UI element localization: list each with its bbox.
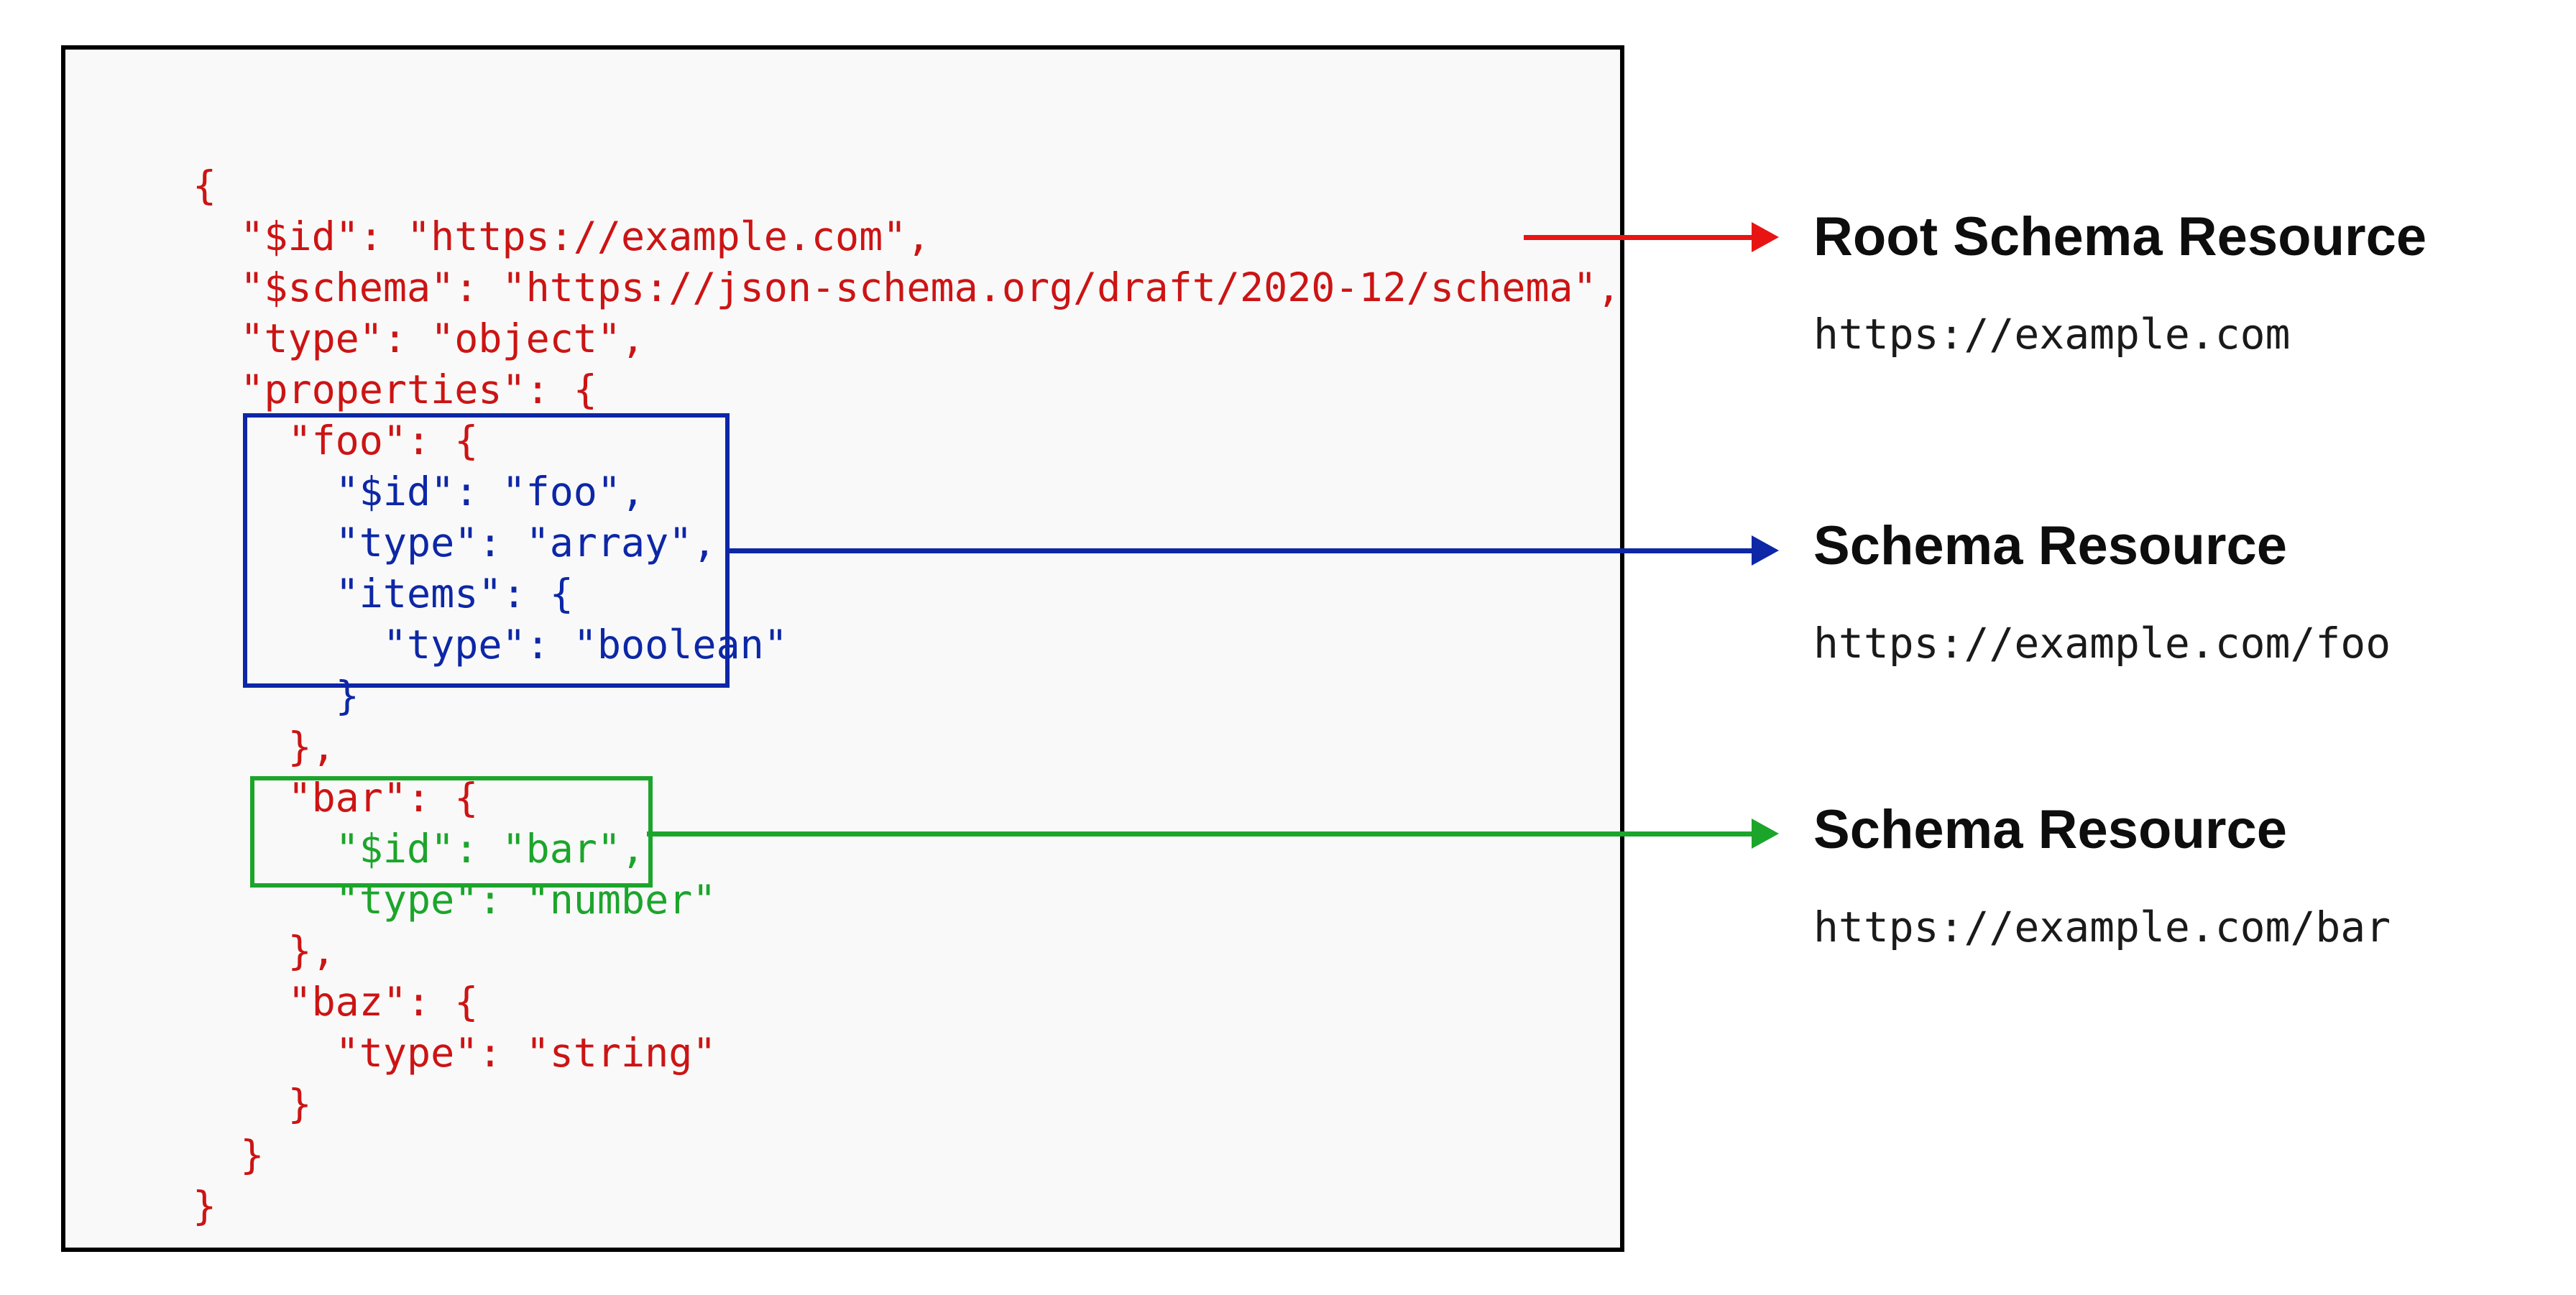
- root-schema-annotation-uri: https://example.com: [1813, 310, 2291, 359]
- code-line: },: [193, 724, 336, 770]
- bar-schema-annotation-uri: https://example.com/bar: [1813, 903, 2391, 951]
- foo-schema-resource-box: [243, 413, 730, 688]
- foo-schema-annotation: Schema Resource https://example.com/foo: [1813, 516, 2391, 670]
- bar-schema-connector-line: [647, 831, 1752, 837]
- bar-schema-annotation: Schema Resource https://example.com/bar: [1813, 800, 2391, 954]
- bar-schema-annotation-title: Schema Resource: [1813, 799, 2287, 860]
- code-line: "type": "boolean": [193, 622, 788, 668]
- code-line: "baz": {: [193, 979, 479, 1025]
- code-line: "items": {: [193, 571, 574, 617]
- foo-arrowhead-icon: [1752, 535, 1779, 566]
- code-line: "bar": {: [193, 775, 479, 821]
- root-schema-connector-line: [1524, 235, 1752, 240]
- code-line: "$schema": "https://json-schema.org/draf…: [193, 264, 1621, 310]
- foo-schema-annotation-title: Schema Resource: [1813, 515, 2287, 576]
- code-line: "$id": "https://example.com",: [193, 213, 931, 259]
- code-line: {: [193, 162, 217, 208]
- foo-schema-connector-line: [727, 548, 1752, 553]
- code-line: }: [193, 1081, 312, 1127]
- code-line: "type": "string": [193, 1030, 717, 1076]
- code-line: }: [193, 1132, 264, 1178]
- code-line: }: [193, 1183, 217, 1229]
- root-arrowhead-icon: [1752, 222, 1779, 252]
- bar-schema-resource-box: [250, 776, 653, 888]
- code-block: { "$id": "https://example.com", "$schema…: [193, 160, 1621, 1232]
- foo-schema-annotation-uri: https://example.com/foo: [1813, 619, 2391, 668]
- code-line: "foo": {: [193, 418, 479, 464]
- code-line: },: [193, 928, 336, 974]
- code-line: "type": "array",: [193, 520, 717, 566]
- bar-arrowhead-icon: [1752, 819, 1779, 849]
- code-line: "properties": {: [193, 367, 597, 413]
- schema-code-panel: { "$id": "https://example.com", "$schema…: [61, 45, 1624, 1252]
- code-line: "type": "object",: [193, 315, 645, 361]
- code-line: "$id": "bar",: [193, 826, 645, 872]
- root-schema-annotation: Root Schema Resource https://example.com: [1813, 207, 2426, 361]
- root-schema-annotation-title: Root Schema Resource: [1813, 206, 2427, 267]
- code-line: }: [193, 673, 359, 719]
- code-line: "$id": "foo",: [193, 469, 645, 515]
